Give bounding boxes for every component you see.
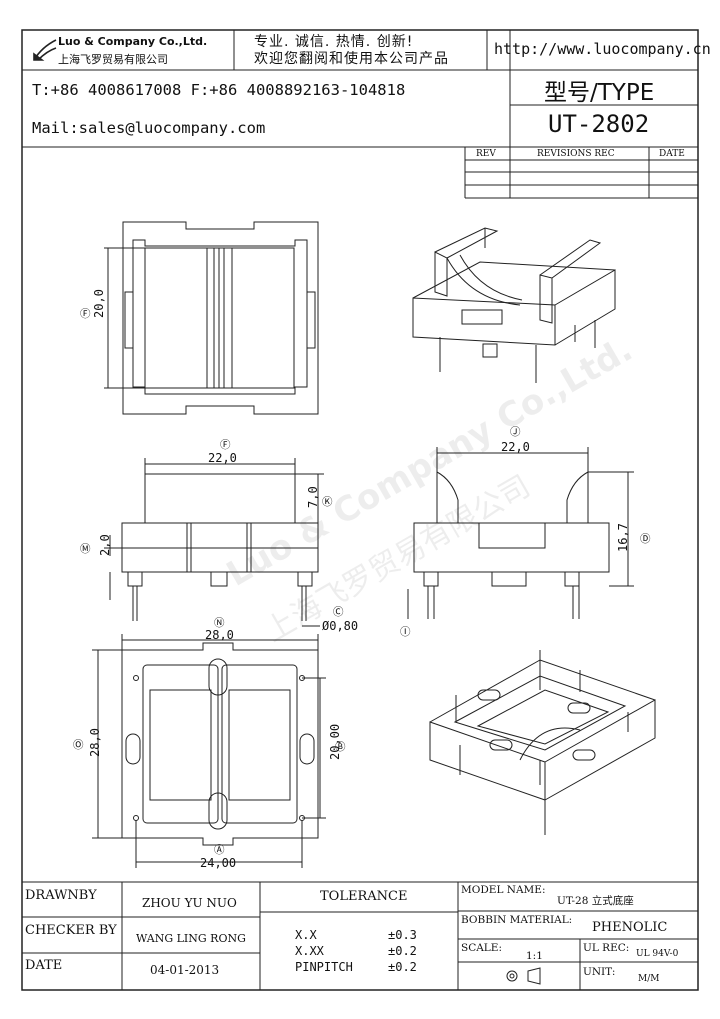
date-label: DATE xyxy=(25,958,63,973)
dim-front-base-height: 2,0 xyxy=(98,534,112,556)
dim-top-height: 20,0 xyxy=(92,289,106,318)
model-name-label: MODEL NAME: xyxy=(461,884,546,896)
callout-pin-diameter: Ⓒ xyxy=(333,606,344,618)
rev-header: REV xyxy=(476,149,496,159)
iso-view-lower xyxy=(429,650,656,835)
side-view xyxy=(407,447,634,619)
unit-value: M/M xyxy=(638,974,660,984)
title-block-grid xyxy=(22,881,698,990)
checker-value: WANG LING RONG xyxy=(136,932,246,945)
tol-pinpitch-label: PINPITCH xyxy=(295,960,353,974)
unit-label: UNIT: xyxy=(583,966,616,978)
checker-label: CHECKER BY xyxy=(25,923,117,938)
ul-rec-label: UL REC: xyxy=(583,942,630,954)
callout-side-pin: Ⓘ xyxy=(400,626,411,638)
company-name-cn: 上海飞罗贸易有限公司 xyxy=(58,53,168,66)
front-view xyxy=(104,458,324,627)
projection-symbol xyxy=(506,967,541,985)
dim-pin-diameter: Ø0,80 xyxy=(322,619,359,633)
tol-xx-label: X.X xyxy=(295,928,317,942)
iso-view-upper xyxy=(412,227,616,383)
type-label: 型号/TYPE xyxy=(544,80,655,106)
drawnby-label: DRAWNBY xyxy=(25,888,97,903)
dim-bottom-pitch: 24,00 xyxy=(200,856,237,870)
dim-bottom-width: 28,0 xyxy=(205,628,234,642)
tolerance-label: TOLERANCE xyxy=(320,889,408,904)
model-number: UT-2802 xyxy=(548,110,650,138)
callout-front-pin-height: Ⓚ xyxy=(322,496,333,508)
model-name-value: UT-28 立式底座 xyxy=(557,895,634,907)
phone-fax: T:+86 4008617008 F:+86 4008892163-104818 xyxy=(32,81,406,99)
company-url: http://www.luocompany.cn xyxy=(494,40,711,58)
dim-bottom-height: 28,0 xyxy=(88,728,102,757)
callout-top-height: Ⓕ xyxy=(80,308,91,320)
revisions-rec-header: REVISIONS REC xyxy=(537,149,615,159)
callout-side-width: Ⓙ xyxy=(510,426,521,438)
callout-front-base-height: Ⓜ xyxy=(80,543,91,555)
tol-xxx-label: X.XX xyxy=(295,944,324,958)
dim-side-height: 16,7 xyxy=(616,523,630,552)
revision-table xyxy=(464,147,698,199)
bobbin-material-value: PHENOLIC xyxy=(592,920,668,935)
dim-side-width: 22,0 xyxy=(501,440,530,454)
top-view xyxy=(104,221,319,415)
tol-xxx-value: ±0.2 xyxy=(388,944,417,958)
bobbin-material-label: BOBBIN MATERIAL: xyxy=(461,914,573,926)
sheet-border xyxy=(21,29,699,991)
company-logo-mark xyxy=(33,39,57,61)
scale-value: 1:1 xyxy=(526,950,543,962)
dim-front-width: 22,0 xyxy=(208,451,237,465)
bottom-view xyxy=(92,634,326,868)
callout-front-width: Ⓕ xyxy=(220,439,231,451)
dim-front-pin-height: 7,0 xyxy=(306,486,320,508)
callout-side-height: Ⓓ xyxy=(640,533,651,545)
company-name-en: Luo & Company Co.,Ltd. xyxy=(58,35,208,48)
email: Mail:sales@luocompany.com xyxy=(32,119,266,137)
slogan-line-1: 专业. 诚信. 热情. 创新! xyxy=(254,34,414,50)
tol-pinpitch-value: ±0.2 xyxy=(388,960,417,974)
callout-bottom-inner-height: Ⓑ xyxy=(335,741,346,753)
callout-bottom-pitch: Ⓐ xyxy=(214,844,225,856)
date-header: DATE xyxy=(659,149,685,159)
date-value: 04-01-2013 xyxy=(150,963,220,977)
callout-bottom-height: Ⓞ xyxy=(73,739,84,751)
tol-xx-value: ±0.3 xyxy=(388,928,417,942)
slogan-line-2: 欢迎您翻阅和使用本公司产品 xyxy=(254,51,449,67)
scale-label: SCALE: xyxy=(461,942,502,954)
drawnby-value: ZHOU YU NUO xyxy=(142,896,237,910)
callout-bottom-width: Ⓝ xyxy=(214,617,225,629)
ul-rec-value: UL 94V-0 xyxy=(636,949,679,959)
